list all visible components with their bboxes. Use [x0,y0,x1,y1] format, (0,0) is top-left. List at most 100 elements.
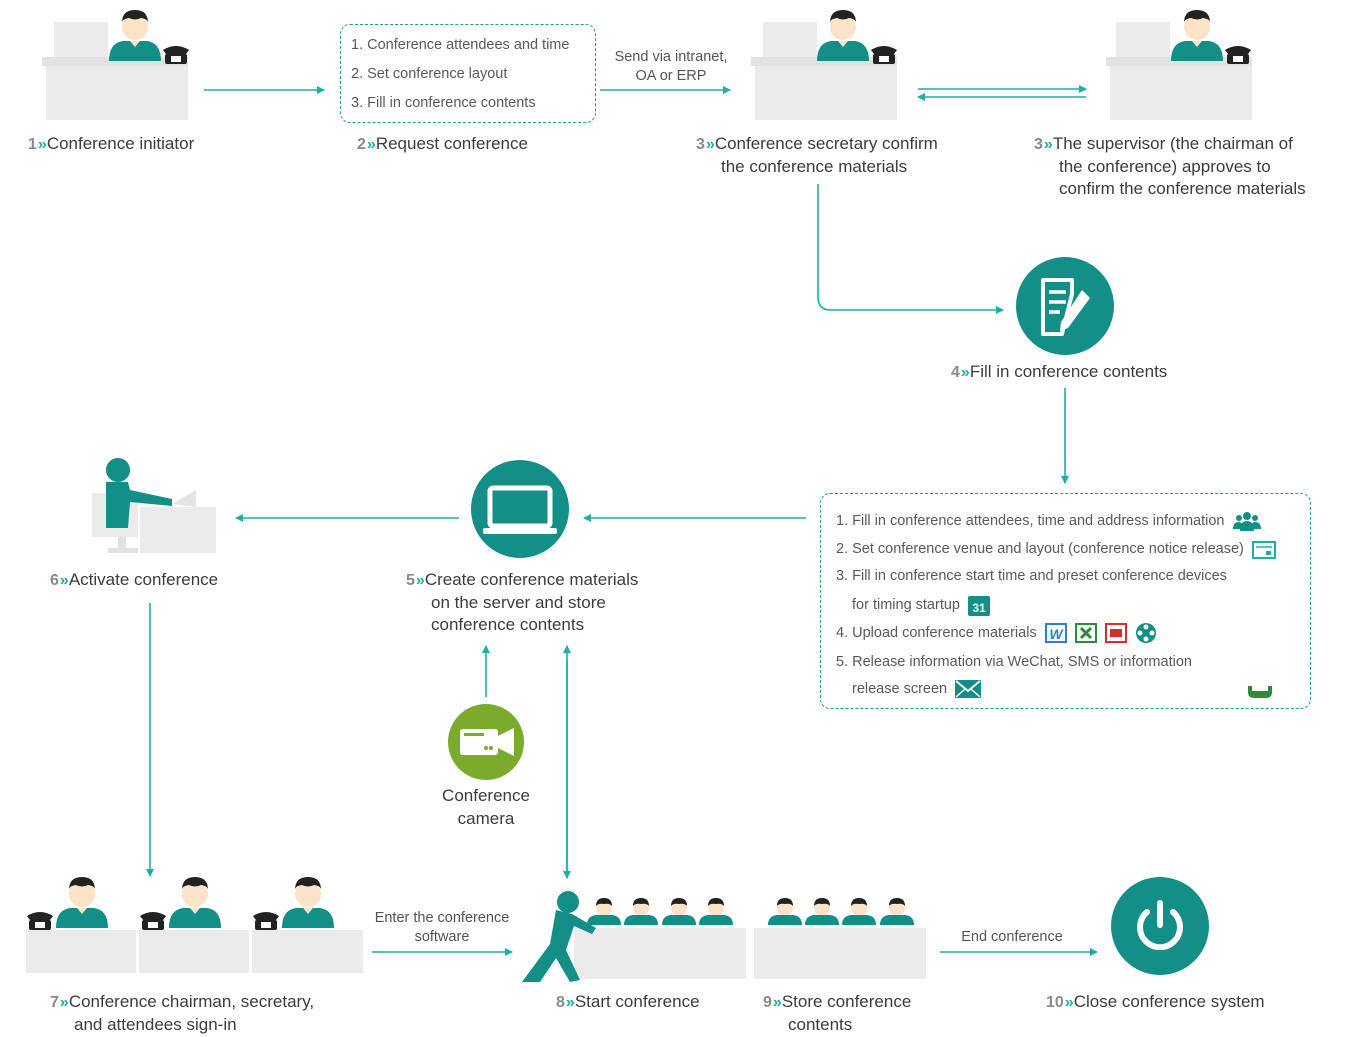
excel-icon [1074,623,1097,643]
step-text: Conference initiator [46,134,195,153]
chevron-icon: » [366,136,376,153]
camera-label: Conference camera [428,784,544,830]
step-number: 1 [28,136,37,153]
calendar-day: 31 [972,601,986,615]
step-7-label: 7»Conference chairman, secretary, and at… [50,991,314,1036]
step-6-label: 6»Activate conference [50,569,218,592]
send-via-line: OA or ERP [635,68,707,84]
power-icon [1111,877,1209,975]
media-reel-icon [1135,623,1156,643]
calendar-icon: 31 [968,596,991,616]
wechat-icon [1248,686,1272,698]
step-text: conference contents [431,615,585,634]
step-1-label: 1»Conference initiator [28,133,194,156]
step-number: 9 [763,994,772,1011]
step-text: and attendees sign-in [74,1015,237,1034]
step-text: Activate conference [68,570,219,589]
enter-software-line: Enter the conference [374,910,510,926]
fill-item-label: 1. Fill in conference attendees, time an… [836,512,1225,529]
step-8-label: 8»Start conference [556,991,700,1014]
enter-software-label: Enter the conference software [365,909,519,947]
step-text: Close conference system [1073,992,1265,1011]
store-conference-figure [754,898,926,979]
step-4-label: 4»Fill in conference contents [951,361,1167,384]
supervisor-desk-figure [1106,10,1252,120]
request-box: 1. Conference attendees and time 2. Set … [340,24,596,123]
step-text: The supervisor (the chairman of [1052,134,1293,153]
word-icon: W [1044,623,1067,643]
chevron-icon: » [59,994,69,1011]
enter-software-line: software [414,929,470,945]
send-via-line: Send via intranet, [614,49,728,65]
chevron-icon: » [59,572,69,589]
step-number: 10 [1046,994,1064,1011]
step-9-label: 9»Store conference contents [763,991,911,1036]
step-text: confirm the conference materials [1059,179,1306,198]
send-via-label: Send via intranet, OA or ERP [604,48,738,86]
step-text: Start conference [574,992,700,1011]
fill-item-attendees: 1. Fill in conference attendees, time an… [836,511,1261,531]
fill-item-timing: for timing startup 31 [852,594,991,616]
end-conference-label: End conference [961,929,1063,945]
step-number: 8 [556,994,565,1011]
step-3-supervisor-label: 3»The supervisor (the chairman of the co… [1034,133,1306,200]
chevron-icon: » [705,136,715,153]
people-icon [1232,512,1261,531]
step-number: 5 [406,572,415,589]
step-text: the conference materials [721,157,908,176]
chevron-icon: » [772,994,782,1011]
signin-desks-figure [26,877,363,973]
step-number: 7 [50,994,59,1011]
step-number: 4 [951,364,960,381]
operator-figure [92,458,216,553]
fill-item-label: 4. Upload conference materials [836,624,1037,641]
request-item: 1. Conference attendees and time [351,37,570,53]
request-item: 3. Fill in conference contents [351,95,536,111]
step-5-label: 5»Create conference materials on the ser… [406,569,638,636]
chevron-icon: » [37,136,47,153]
secretary-desk-figure [751,10,897,120]
step-text: Conference chairman, secretary, [68,992,315,1011]
step-text: on the server and store [431,593,606,612]
chevron-icon: » [960,364,970,381]
step-text: Fill in conference contents [969,362,1168,381]
arrow-3-to-4 [817,184,1004,314]
step-text: Conference secretary confirm [714,134,938,153]
step-text: Request conference [375,134,528,153]
step-3-secretary-label: 3»Conference secretary confirm the confe… [696,133,938,178]
fill-contents-box: 1. Fill in conference attendees, time an… [820,493,1311,709]
request-item: 2. Set conference layout [351,66,508,82]
mail-icon [955,680,982,698]
powerpoint-icon [1104,623,1127,643]
step-10-label: 10»Close conference system [1046,991,1265,1014]
start-conference-figure [522,891,746,982]
camera-line: camera [457,809,515,828]
step-text: contents [788,1015,853,1034]
word-letter: W [1049,626,1064,642]
step-number: 6 [50,572,59,589]
fill-item-label: for timing startup [852,596,960,613]
fill-item-upload: 4. Upload conference materials W [836,622,1157,644]
fill-item-label: 2. Set conference venue and layout (conf… [836,540,1244,557]
step-2-label: 2»Request conference [357,133,528,156]
fill-item-label: release screen [852,680,948,697]
step-number: 2 [357,136,366,153]
notice-board-icon [1251,541,1276,559]
fill-item-start-time: 3. Fill in conference start time and pre… [836,568,1227,584]
chevron-icon: » [1043,136,1053,153]
step-text: Store conference [781,992,912,1011]
chevron-icon: » [565,994,575,1011]
camera-icon [448,704,524,780]
step-number: 3 [696,136,705,153]
step-text: the conference) approves to [1059,157,1271,176]
fill-contents-icon [1016,257,1114,355]
step-number: 3 [1034,136,1043,153]
laptop-icon [471,460,569,558]
fill-item-release-screen: release screen [852,680,982,698]
chevron-icon: » [415,572,425,589]
fill-item-release: 5. Release information via WeChat, SMS o… [836,654,1192,670]
camera-line: Conference [442,786,530,805]
fill-item-venue: 2. Set conference venue and layout (conf… [836,539,1276,559]
connector-arrows [146,85,1098,956]
